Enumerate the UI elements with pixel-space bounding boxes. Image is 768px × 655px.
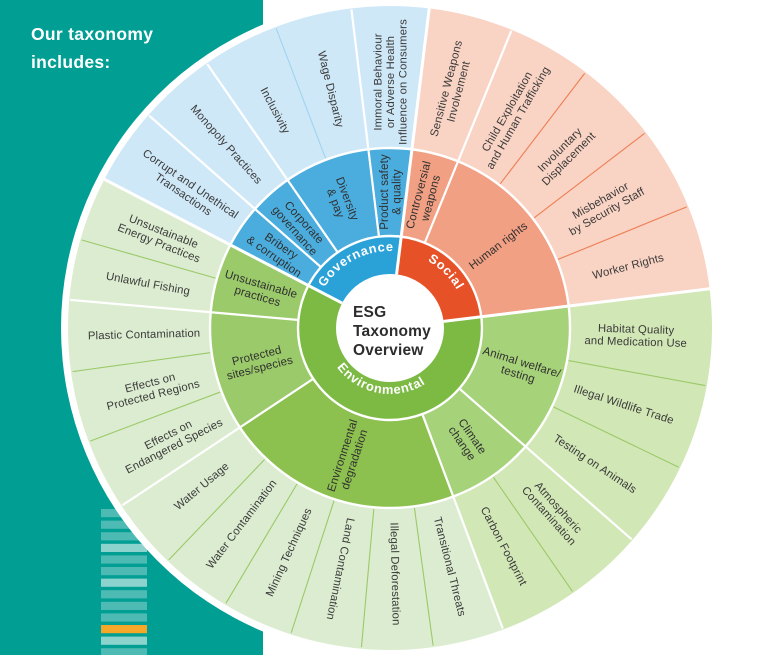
leaf-unlawful-fishing[interactable] [69,239,217,313]
leaf-testing-on-animals[interactable] [525,406,681,540]
leaf-corrupt-and-unethical-transactions[interactable] [104,115,255,245]
stripe-light [101,567,147,576]
subcategory-label-product-safety-quality: Product safety& quality [379,154,404,230]
stripe-orange [101,625,147,634]
divider-line [533,132,645,219]
stripe-light [101,555,147,564]
divider-line [557,206,687,260]
divider-line [360,508,375,648]
leaf-effects-on-protected-regions[interactable] [71,352,222,442]
divider-line [148,114,321,268]
subcategory-environmental-degradation[interactable] [239,378,454,509]
leaf-label-plastic-contamination: Plastic Contamination [88,328,201,343]
leaf-label-habitat-quality-and-medication-use: Habitat Qualityand Medication Use [584,322,687,350]
leaf-illegal-wildlife-trade[interactable] [552,360,707,468]
divider-line [553,406,679,468]
leaf-involuntary-displacement[interactable] [499,72,646,219]
leaf-plastic-contamination[interactable] [68,299,212,372]
leaf-child-exploitation-and-human-trafficking[interactable] [458,29,586,186]
divider-line [568,360,706,387]
subcategory-protected-sites-species[interactable] [209,312,314,428]
stripe-light [101,532,147,541]
ring-separator-inner [296,234,484,422]
stripe-bright [101,543,147,552]
divider-line [413,507,434,646]
leaf-label-immoral-behaviour-or-adverse-health-influence-on-consumers: Immoral Behaviouror Adverse HealthInflue… [373,19,410,145]
leaf-immoral-behaviour-or-adverse-health-influence-on-consumers[interactable] [351,5,430,150]
heading-line-2: includes: [31,52,111,72]
stripe-light [101,648,147,655]
leaf-label-illegal-deforestation: Illegal Deforestation [387,522,401,625]
leaf-effects-on-endangered-species[interactable] [88,391,240,506]
divider-line [72,352,211,373]
divider-line [275,28,327,159]
subcategory-corporate-governance[interactable] [254,180,338,268]
divider-line [89,391,221,442]
leaf-unsustainable-energy-practices[interactable] [80,179,231,279]
divider-line [225,483,298,604]
divider-line [206,63,338,253]
subcategory-controversial-weapons[interactable] [401,149,459,243]
leaf-land-contamination[interactable] [290,499,374,649]
divider-line [81,239,216,279]
taxonomy-heading: Our taxonomy includes: [31,20,153,76]
stripe-light [101,601,147,610]
stripe-light [101,520,147,529]
stripe-light [101,613,147,622]
leaf-mining-techniques[interactable] [225,482,335,635]
category-governance[interactable] [308,236,402,304]
divider-line [459,388,633,541]
stripe-light [101,590,147,599]
divider-line [101,176,343,305]
leaf-wage-disparity[interactable] [275,8,369,160]
leaf-inclusivity[interactable] [206,26,327,181]
ring-separator-outer [208,146,572,510]
divider-line [492,476,573,592]
subcategory-product-safety-quality[interactable] [368,147,412,237]
subcategory-human-rights[interactable] [424,161,569,317]
leaf-misbehavior-by-security-staff[interactable] [532,132,689,260]
subcategory-diversity-pay[interactable] [287,149,379,253]
leaf-water-usage[interactable] [121,427,266,562]
leaf-worker-rights[interactable] [556,206,710,307]
leaf-atmospheric-contamination[interactable] [492,446,633,593]
leaf-habitat-quality-and-medication-use[interactable] [567,288,712,386]
leaf-water-contamination[interactable] [167,458,298,605]
heading-line-1: Our taxonomy [31,24,154,44]
divider-line [499,73,586,185]
category-environmental[interactable] [297,285,482,421]
leaf-transitional-threats[interactable] [414,496,504,648]
divider-line [424,30,513,243]
stripe-bright [101,578,147,587]
divider-line [70,298,298,321]
divider-line [290,500,335,634]
divider-line [121,378,314,507]
leaf-monopoly-practices[interactable] [148,63,288,209]
leaf-carbon-footprint[interactable] [453,475,574,630]
leaf-illegal-deforestation[interactable] [361,506,434,650]
subcategory-bribery-corruption[interactable] [230,208,321,286]
divider-line [443,286,713,323]
subcategory-unsustainable-practices[interactable] [210,244,309,320]
category-social[interactable] [396,236,482,322]
divider-line [168,458,266,561]
divider-line [395,5,432,275]
center-circle [336,274,444,382]
stripe-bright [101,636,147,645]
divider-line [350,9,380,236]
divider-line [421,414,504,629]
leaf-sensitive-weapons-involvement[interactable] [411,8,512,162]
